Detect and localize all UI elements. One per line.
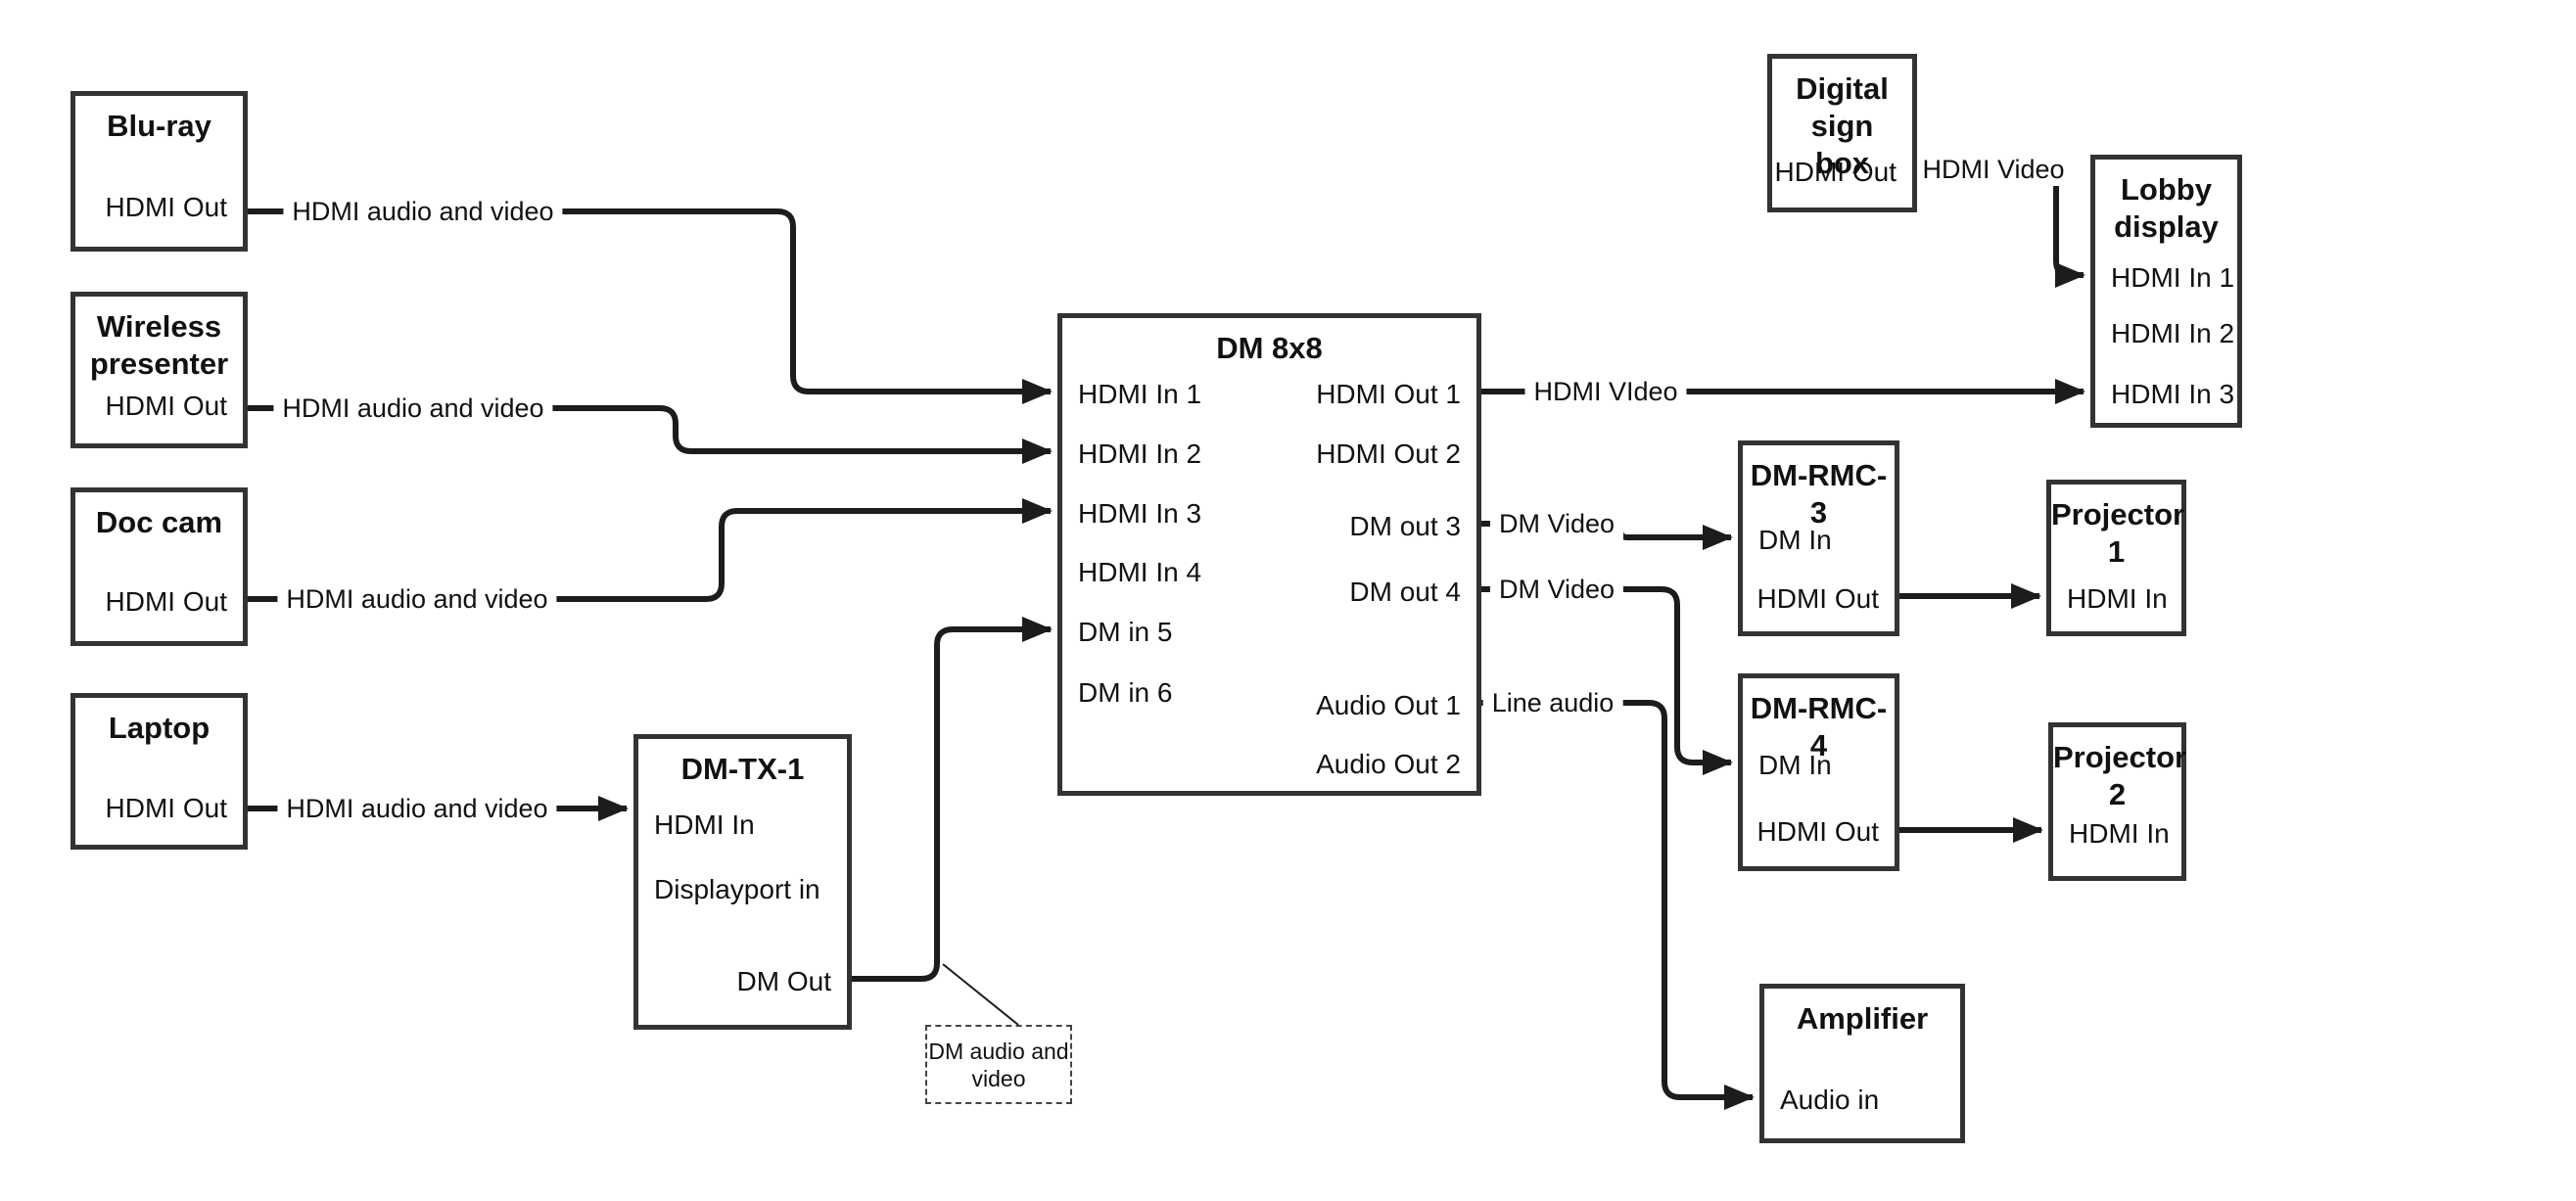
port-dm-8x8-dm-out-4: DM out 4 <box>1349 577 1461 607</box>
node-title-laptop: Laptop <box>108 711 211 745</box>
port-dm-rmc-3-hdmi-out: HDMI Out <box>1756 583 1879 614</box>
edge-label-dm-video-5: DM Video <box>1489 507 1624 540</box>
port-dm-8x8-dm-out-3: DM out 3 <box>1349 511 1461 541</box>
port-doc-cam-hdmi-out: HDMI Out <box>105 586 227 617</box>
port-lobby-display-hdmi-in-2: HDMI In 2 <box>2111 318 2235 348</box>
edge-label-hdmi-video-4: HDMI VIdeo <box>1524 375 1687 408</box>
port-dm-rmc-4-dm-in: DM In <box>1758 750 1832 780</box>
connector-dm-tx-1-to-dm-in-5 <box>852 617 1053 982</box>
edge-label-hdmi-audio-and-video-3: HDMI audio and video <box>277 792 557 825</box>
port-projector-2-hdmi-in: HDMI In <box>2069 818 2170 849</box>
port-lobby-display-hdmi-in-1: HDMI In 1 <box>2111 262 2235 293</box>
port-digital-sign-box-hdmi-out: HDMI Out <box>1774 157 1897 187</box>
node-title-doc-cam: Doc cam <box>95 505 223 539</box>
port-dm-8x8-dm-in-6: DM in 6 <box>1078 677 1173 708</box>
port-dm-8x8-hdmi-in-2: HDMI In 2 <box>1078 439 1202 469</box>
edge-label-dm-video-6: DM Video <box>1489 573 1624 606</box>
port-projector-1-hdmi-in: HDMI In <box>2067 583 2168 614</box>
node-title-dm-8x8: DM 8x8 <box>1216 331 1323 365</box>
port-dm-8x8-hdmi-in-4: HDMI In 4 <box>1078 557 1202 587</box>
edge-label-hdmi-audio-and-video-0: HDMI audio and video <box>283 195 563 228</box>
edge-label-line-audio-7: Line audio <box>1482 686 1623 719</box>
node-title-blu-ray: Blu-ray <box>107 109 211 143</box>
port-dm-8x8-audio-out-1: Audio Out 1 <box>1316 690 1461 720</box>
connector-wireless-to-hdmi-in-2 <box>248 405 1053 464</box>
node-title-projector-1: Projector 1 <box>2051 497 2185 569</box>
connector-doc-cam-to-hdmi-in-3 <box>248 498 1053 602</box>
node-title-amplifier: Amplifier <box>1796 1001 1929 1036</box>
port-dm-tx-1-displayport-in: Displayport in <box>654 874 820 904</box>
connector-dm-out-4-to-rmc-4 <box>1481 586 1733 775</box>
port-dm-tx-1-dm-out: DM Out <box>736 966 831 996</box>
port-dm-8x8-hdmi-out-1: HDMI Out 1 <box>1316 379 1461 409</box>
connector-audio-out-1-to-amplifier <box>1481 700 1755 1110</box>
port-laptop-hdmi-out: HDMI Out <box>105 793 227 823</box>
port-dm-rmc-4-hdmi-out: HDMI Out <box>1756 816 1879 847</box>
edge-label-hdmi-audio-and-video-2: HDMI audio and video <box>277 582 557 616</box>
node-title-dm-rmc-3: DM-RMC-3 <box>1750 458 1888 530</box>
node-title-dm-rmc-4: DM-RMC-4 <box>1750 691 1888 762</box>
port-dm-8x8-hdmi-in-1: HDMI In 1 <box>1078 379 1202 409</box>
port-amplifier-audio-in: Audio in <box>1780 1085 1880 1115</box>
connector-blu-ray-to-hdmi-in-1 <box>248 208 1053 404</box>
node-projector-2[interactable]: Projector 2 HDMI In <box>2048 722 2186 881</box>
port-dm-tx-1-hdmi-in: HDMI In <box>654 809 755 840</box>
port-dm-8x8-hdmi-out-2: HDMI Out 2 <box>1316 439 1461 469</box>
port-dm-8x8-dm-in-5: DM in 5 <box>1078 617 1173 647</box>
port-dm-rmc-3-dm-in: DM In <box>1758 525 1832 555</box>
port-wireless-presenter-hdmi-out: HDMI Out <box>105 391 227 421</box>
edge-label-hdmi-audio-and-video-1: HDMI audio and video <box>273 392 553 425</box>
port-dm-8x8-audio-out-2: Audio Out 2 <box>1316 749 1461 779</box>
port-blu-ray-hdmi-out: HDMI Out <box>105 192 227 222</box>
connector-note-leader <box>942 963 1019 1026</box>
port-dm-8x8-hdmi-in-3: HDMI In 3 <box>1078 498 1202 529</box>
edge-label-hdmi-video-8: HDMI Video <box>1913 153 2074 186</box>
port-lobby-display-hdmi-in-3: HDMI In 3 <box>2111 379 2235 409</box>
node-title-dm-tx-1: DM-TX-1 <box>680 752 805 786</box>
node-projector-1[interactable]: Projector 1 HDMI In <box>2046 480 2186 636</box>
node-title-projector-2: Projector 2 <box>2053 740 2187 811</box>
